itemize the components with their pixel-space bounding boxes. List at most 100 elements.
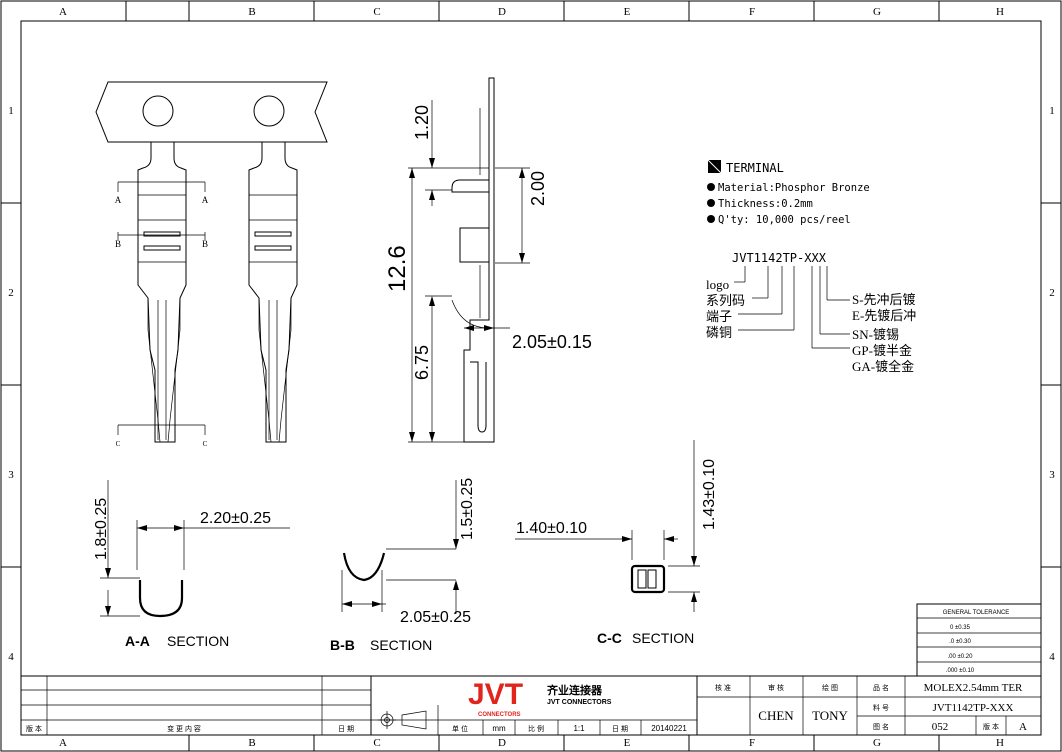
col-label-top: E	[624, 6, 631, 18]
section-cc-word: SECTION	[632, 630, 694, 646]
dim-1-20: 1.20	[412, 105, 432, 140]
rev-header: 版 本	[26, 724, 42, 733]
scale-value: 1:1	[573, 724, 585, 733]
col-label-top: G	[873, 6, 881, 18]
dim-2-05-015: 2.05±0.15	[512, 332, 592, 352]
code-option: S-先冲后镀	[852, 292, 916, 307]
side-view-dimensions	[408, 100, 530, 443]
col-label-bottom: A	[59, 737, 67, 749]
code-option: SN-镀锡	[852, 327, 899, 342]
col-label-bottom: H	[996, 737, 1004, 749]
col-label-bottom: D	[498, 737, 506, 749]
tolerance-row: .000 ±0.10	[946, 668, 975, 674]
dim-aa-width: 2.20±0.25	[200, 510, 271, 527]
row-label-left: 1	[8, 105, 14, 117]
col-label-bottom: E	[624, 737, 631, 749]
col-label-bottom: G	[873, 737, 881, 749]
draw-label: 绘 图	[822, 683, 838, 692]
spec-line: Material:Phosphor Bronze	[718, 182, 870, 194]
col-label-bottom: B	[248, 737, 255, 749]
tolerance-row: .0 ±0.30	[949, 639, 971, 645]
tolerance-row: .00 ±0.20	[948, 654, 974, 660]
review-label: 审 核	[768, 683, 784, 692]
inner-frame	[20, 20, 1042, 736]
spec-line: Q'ty: 10,000 pcs/reel	[718, 214, 851, 226]
tolerance-title: GENERAL TOLERANCE	[943, 610, 1010, 616]
scale-label: 比 例	[528, 724, 544, 733]
date-header: 日 期	[338, 725, 354, 733]
section-bb-key: B-B	[330, 637, 355, 653]
dim-6-75: 6.75	[412, 345, 432, 380]
company-name-cn: 齐业连接器	[547, 683, 603, 697]
drawing-number: 052	[932, 721, 949, 733]
section-cc-view	[515, 440, 700, 612]
part-code-leaders	[734, 266, 850, 349]
section-mark-a: A	[202, 195, 209, 205]
code-option: E-先镀后冲	[852, 308, 916, 323]
side-dim-labels: 1.20 2.00 12.6 6.75 2.05±0.15	[384, 105, 592, 380]
dim-aa-height: 1.8±0.25	[93, 498, 110, 560]
part-code: JVT1142TP-XXX	[732, 251, 827, 265]
terminal-side-view	[451, 77, 495, 443]
section-bb-view	[341, 480, 459, 614]
dim-cc-height: 1.43±0.10	[701, 459, 718, 530]
col-label-top: D	[498, 6, 506, 18]
date-value: 20140221	[651, 724, 687, 733]
dwg-label: 图 名	[873, 722, 889, 731]
bullet-icon	[707, 199, 715, 207]
jvt-logo-sub: CONNECTORS	[478, 712, 521, 718]
code-option: GP-镀半金	[852, 343, 912, 358]
dim-cc-width: 1.40±0.10	[516, 520, 587, 537]
date-label: 日 期	[612, 725, 628, 733]
product-name: MOLEX2.54mm TER	[924, 682, 1023, 694]
section-bb-word: SECTION	[370, 637, 432, 653]
bullet-icon	[707, 183, 715, 191]
approve-label: 核 准	[715, 683, 731, 692]
section-mark-a: A	[115, 195, 122, 205]
row-label-left: 2	[8, 287, 14, 299]
spec-line: Thickness:0.2mm	[718, 198, 813, 210]
spec-heading: TERMINAL	[726, 161, 784, 175]
col-label-top: C	[373, 6, 380, 18]
section-aa-view	[100, 480, 290, 618]
reviewer-name: CHEN	[758, 708, 794, 723]
code-option: GA-镀全金	[852, 359, 914, 374]
col-label-top: F	[749, 6, 755, 18]
tolerance-row: 0 ±0.35	[950, 625, 971, 631]
section-mark-b: B	[115, 239, 121, 249]
company-name-en: JVT CONNECTORS	[547, 699, 612, 706]
dim-bb-height: 1.5±0.25	[459, 478, 476, 540]
row-label-right: 4	[1049, 651, 1055, 663]
change-header: 变 更 内 容	[167, 724, 201, 733]
terminal-top-view	[95, 81, 328, 443]
row-label-right: 2	[1049, 287, 1055, 299]
col-label-top: B	[248, 6, 255, 18]
code-label-terminal: 端子	[706, 309, 732, 324]
row-label-left: 3	[8, 469, 14, 481]
version-value: A	[1019, 721, 1027, 733]
row-label-left: 4	[8, 651, 14, 663]
col-label-bottom: C	[373, 737, 380, 749]
col-label-top: H	[996, 6, 1004, 18]
title-block	[21, 675, 1041, 735]
drawer-name: TONY	[812, 708, 848, 723]
section-mark-c: C	[116, 440, 121, 448]
code-label-series: 系列码	[706, 293, 745, 308]
unit-label: 单 位	[452, 724, 468, 733]
code-label-material: 磷铜	[706, 325, 732, 340]
projection-symbol-icon	[378, 710, 427, 730]
code-label-logo: logo	[706, 277, 729, 292]
ver-label: 版 本	[983, 722, 999, 731]
section-mark-c: C	[203, 440, 208, 448]
col-label-top: A	[59, 6, 67, 18]
col-label-bottom: F	[749, 737, 755, 749]
part-number: JVT1142TP-XXX	[933, 702, 1014, 714]
bullet-icon	[707, 215, 715, 223]
section-cc-key: C-C	[597, 630, 622, 646]
unit-value: mm	[492, 724, 506, 733]
row-label-right: 3	[1049, 469, 1055, 481]
section-mark-b: B	[202, 239, 208, 249]
